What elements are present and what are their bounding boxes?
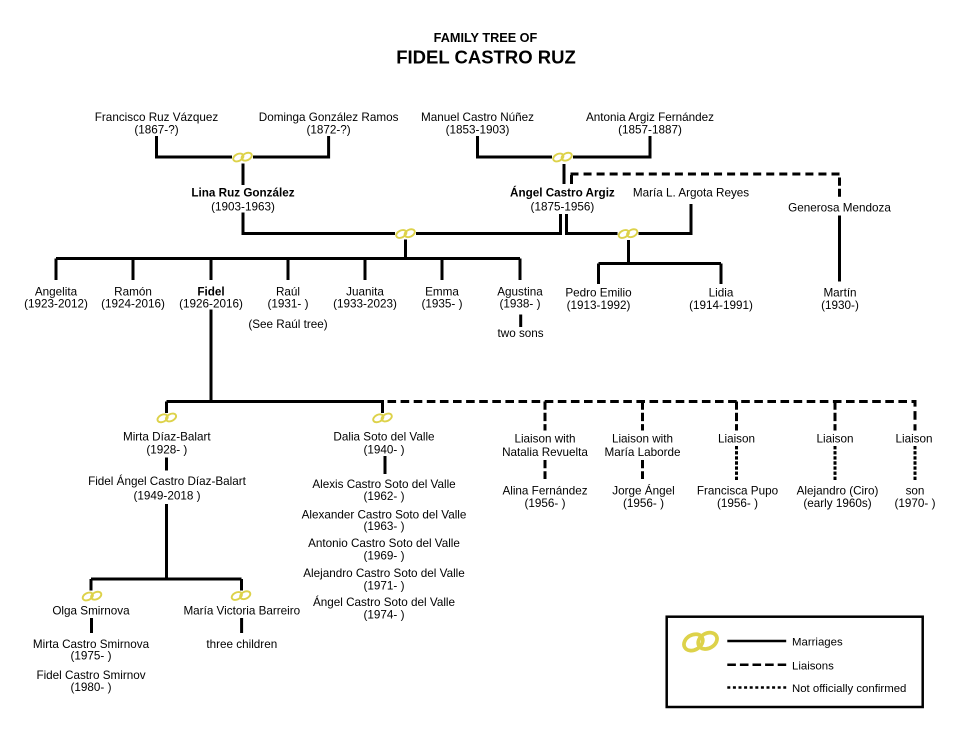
svg-text:Antonia Argiz Fernández: Antonia Argiz Fernández	[586, 111, 714, 124]
svg-text:Liaison: Liaison	[895, 432, 932, 445]
svg-text:Francisco Ruz Vázquez: Francisco Ruz Vázquez	[95, 111, 219, 124]
svg-text:Natalia Revuelta: Natalia Revuelta	[502, 446, 588, 459]
svg-text:(1962- ): (1962- )	[364, 490, 405, 503]
svg-text:(1956- ): (1956- )	[717, 497, 758, 510]
svg-text:FIDEL CASTRO RUZ: FIDEL CASTRO RUZ	[396, 46, 576, 67]
svg-text:Alejandro (Ciro): Alejandro (Ciro)	[797, 484, 879, 497]
svg-text:Marriages: Marriages	[792, 637, 843, 649]
svg-text:Fidel: Fidel	[197, 285, 224, 298]
svg-text:FAMILY TREE OF: FAMILY TREE OF	[434, 31, 538, 45]
svg-text:(1931- ): (1931- )	[268, 297, 309, 310]
svg-text:Liaison with: Liaison with	[612, 432, 673, 445]
svg-text:(1853-1903): (1853-1903)	[446, 123, 510, 136]
svg-text:Angelita: Angelita	[35, 285, 78, 298]
svg-text:(early 1960s): (early 1960s)	[803, 497, 871, 510]
svg-text:(1914-1991): (1914-1991)	[689, 299, 753, 312]
svg-text:Emma: Emma	[425, 285, 459, 298]
svg-text:Liaison: Liaison	[718, 432, 755, 445]
svg-text:three children: three children	[206, 638, 277, 651]
svg-text:María L. Argota Reyes: María L. Argota Reyes	[633, 186, 749, 199]
svg-text:Ramón: Ramón	[114, 285, 152, 298]
svg-text:(1971- ): (1971- )	[364, 579, 405, 592]
svg-text:(1926-2016): (1926-2016)	[179, 297, 243, 310]
svg-text:Mirta Díaz-Balart: Mirta Díaz-Balart	[123, 430, 211, 443]
svg-text:Alexis Castro Soto del Valle: Alexis Castro Soto del Valle	[312, 478, 455, 491]
svg-text:(1872-?): (1872-?)	[307, 123, 351, 136]
svg-text:two sons: two sons	[498, 327, 544, 340]
svg-text:Mirta Castro Smirnova: Mirta Castro Smirnova	[33, 638, 150, 651]
svg-text:(1903-1963): (1903-1963)	[211, 200, 275, 213]
svg-text:(1875-1956): (1875-1956)	[531, 200, 595, 213]
svg-text:Raúl: Raúl	[276, 285, 300, 298]
svg-text:Fidel Castro Smirnov: Fidel Castro Smirnov	[36, 669, 145, 682]
svg-text:Dominga González Ramos: Dominga González Ramos	[259, 111, 399, 124]
svg-text:Dalia Soto del Valle: Dalia Soto del Valle	[333, 430, 434, 443]
svg-text:Liaison with: Liaison with	[514, 432, 575, 445]
svg-text:Antonio Castro Soto del Valle: Antonio Castro Soto del Valle	[308, 537, 460, 550]
svg-text:(1935- ): (1935- )	[422, 297, 463, 310]
svg-text:Alejandro Castro Soto del Vall: Alejandro Castro Soto del Valle	[303, 567, 465, 580]
svg-text:Jorge Ángel: Jorge Ángel	[612, 484, 674, 497]
svg-text:(See Raúl tree): (See Raúl tree)	[248, 318, 327, 331]
svg-text:Olga Smirnova: Olga Smirnova	[52, 604, 130, 617]
svg-text:Fidel Ángel Castro Díaz-Balart: Fidel Ángel Castro Díaz-Balart	[88, 475, 247, 488]
svg-text:(1930-): (1930-)	[821, 299, 859, 312]
svg-text:Francisca Pupo: Francisca Pupo	[697, 484, 779, 497]
svg-text:(1969- ): (1969- )	[364, 550, 405, 563]
svg-text:María Laborde: María Laborde	[604, 446, 680, 459]
svg-text:Manuel Castro Núñez: Manuel Castro Núñez	[421, 111, 534, 124]
svg-text:Liaisons: Liaisons	[792, 660, 834, 672]
svg-text:(1949-2018 ): (1949-2018 )	[134, 489, 201, 502]
svg-text:(1867-?): (1867-?)	[134, 123, 178, 136]
svg-text:Martín: Martín	[823, 286, 856, 299]
svg-text:Generosa Mendoza: Generosa Mendoza	[788, 201, 891, 214]
svg-text:Lidia: Lidia	[709, 286, 734, 299]
svg-text:(1970- ): (1970- )	[895, 497, 936, 510]
svg-text:(1956- ): (1956- )	[623, 497, 664, 510]
svg-text:Alina Fernández: Alina Fernández	[502, 484, 587, 497]
svg-text:(1913-1992): (1913-1992)	[567, 299, 631, 312]
svg-text:(1923-2012): (1923-2012)	[24, 297, 88, 310]
svg-text:Juanita: Juanita	[346, 285, 384, 298]
svg-text:Ángel Castro Argiz: Ángel Castro Argiz	[510, 186, 615, 199]
svg-text:María Victoria Barreiro: María Victoria Barreiro	[183, 604, 300, 617]
svg-text:(1980- ): (1980- )	[71, 681, 112, 694]
svg-text:(1956- ): (1956- )	[525, 497, 566, 510]
svg-text:(1963- ): (1963- )	[364, 520, 405, 533]
svg-text:son: son	[906, 484, 925, 497]
svg-text:(1938- ): (1938- )	[500, 297, 541, 310]
svg-text:Agustina: Agustina	[497, 285, 543, 298]
svg-text:(1940- ): (1940- )	[364, 443, 405, 456]
svg-text:Ángel Castro Soto del Valle: Ángel Castro Soto del Valle	[313, 596, 455, 609]
svg-text:Lina Ruz González: Lina Ruz González	[191, 186, 294, 199]
svg-text:(1928- ): (1928- )	[146, 443, 187, 456]
svg-text:(1974- ): (1974- )	[364, 608, 405, 621]
svg-text:(1857-1887): (1857-1887)	[618, 123, 682, 136]
svg-text:Liaison: Liaison	[816, 432, 853, 445]
svg-text:(1975- ): (1975- )	[71, 650, 112, 663]
svg-text:Pedro Emilio: Pedro Emilio	[565, 286, 632, 299]
svg-text:(1933-2023): (1933-2023)	[333, 297, 397, 310]
svg-text:Not officially confirmed: Not officially confirmed	[792, 683, 906, 695]
svg-text:(1924-2016): (1924-2016)	[101, 297, 165, 310]
svg-text:Alexander Castro Soto del Vall: Alexander Castro Soto del Valle	[302, 509, 467, 522]
